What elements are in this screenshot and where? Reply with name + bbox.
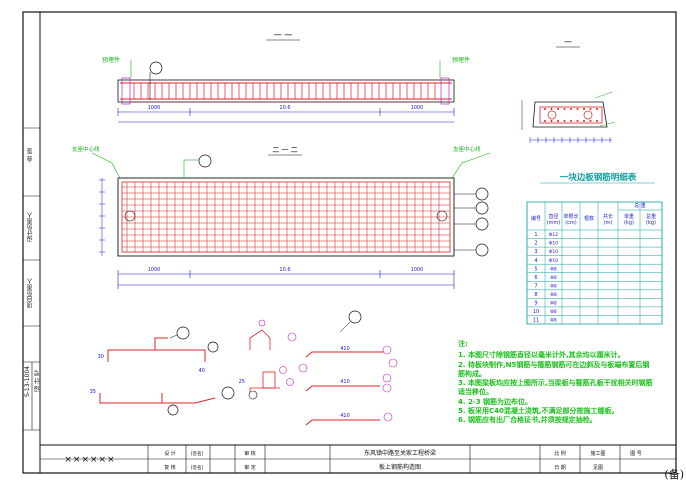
table-row-id: 9 [534, 301, 537, 307]
table-row-id: 8 [534, 292, 537, 298]
tb-project: 东风镇中路至关家工程桥梁 [364, 449, 436, 457]
dim-plan-mid: 10.6 [279, 267, 290, 273]
table-row-diam: Φ8 [550, 283, 557, 289]
dim-top-right: 1000 [411, 105, 424, 111]
end-cross-section: 一 [521, 38, 616, 143]
note-item: 3. 本图梁板均应按上图所示,当梁板与箍筋孔板干扰相关时钢筋适当移位。 [458, 379, 653, 397]
callout-bubble [198, 154, 212, 168]
plan-view: 二 一 二 支座中心线 支座中心线 1000 10.6 1000 [72, 145, 491, 289]
title-block: ×××××× 设 计 复 核 [签名] [签名] 审 核 审 定 东风镇中路至关… [39, 444, 677, 474]
top-section-label: 一 一 [274, 31, 293, 40]
table-header: 总重(kg) [646, 213, 656, 226]
table-row-diam: Φ10 [549, 241, 558, 247]
strip-label-4: 设 计 号 [34, 370, 41, 392]
table-header: 单重(kg) [624, 213, 634, 226]
table-row-id: 11 [533, 318, 539, 324]
end-section-label: 一 [564, 38, 572, 47]
tb-drawing: 板上钢筋构造图 [379, 463, 421, 471]
tb-stage: 施工图 [590, 450, 605, 457]
callout-bubble [149, 61, 163, 75]
top-elevation: 一 一 预埋件 预埋件 1000 10.6 1000 [102, 31, 470, 123]
notes-block: 注: 1. 本图尺寸除钢筋直径以毫米计外,其余均以厘米计。 2. 待板块制作,N… [458, 340, 654, 426]
tb-sheet-label: 图 号 [630, 451, 642, 457]
tb-company: ×××××× [64, 455, 115, 465]
table-row-id: 6 [534, 275, 537, 281]
detail-dim-c: 25 [239, 379, 245, 385]
note-item: 4. 2-3 钢筋为边布位。 [458, 397, 533, 406]
dim-plan-left: 1000 [148, 267, 161, 273]
table-row-id: 4 [534, 258, 537, 264]
tb-role3: 审 核 [244, 450, 256, 457]
corner-mark: (备) [664, 468, 684, 481]
table-row-diam: Φ12 [549, 232, 558, 238]
detail-dim-d: 40 [199, 368, 205, 374]
table-row-id: 5 [534, 266, 537, 272]
note-item: 1. 本图尺寸除钢筋直径以毫米计外,其余均以厘米计。 [458, 351, 625, 360]
table-row-diam: Φ8 [550, 301, 557, 307]
dim-top-mid: 10.6 [279, 105, 290, 111]
table-row-diam: Φ8 [550, 318, 557, 324]
table-row-diam: Φ8 [550, 292, 557, 298]
detail-len-1: 410 [340, 346, 350, 352]
rebar-schedule-table: 一块边板钢筋明细表 总 重 编号直径(mm)单根长(cm) 根数 共长(m) 单重(k… [526, 172, 663, 325]
note-item: 2. 待板块制作,N5钢筋与箍筋钢筋可在边斜及与板端布置后钢筋构成。 [458, 360, 650, 378]
table-row-diam: Φ8 [550, 309, 557, 315]
table-row-diam: Φ10 [549, 249, 558, 255]
note-item: 5. 板采用C40混凝土浇筑,不满足部分按施工缝板。 [458, 407, 619, 416]
strip-label-1: 会 签 [27, 148, 34, 162]
plan-slab-outline [117, 177, 455, 257]
tb-scale: 见图 [593, 465, 603, 471]
strip-label-3: 项目负责人 [27, 278, 34, 308]
plan-section-label: 二 一 二 [272, 146, 297, 154]
tb-sign-b: [签名] [191, 464, 204, 471]
table-header: 根数 [584, 215, 594, 222]
tb-date-label: 日 期 [554, 465, 566, 471]
table-header: 单根长(cm) [563, 213, 578, 226]
tb-role1: 设 计 [164, 450, 176, 457]
top-slab-outline [117, 79, 455, 103]
tb-role4: 审 定 [244, 464, 256, 471]
table-row-id: 2 [534, 241, 537, 247]
strip-label-2: 设计负责人 [27, 212, 34, 242]
notes-title: 注: [458, 340, 468, 348]
note-item: 6. 钢筋应有出厂合格证书,并须按规定抽检。 [458, 416, 597, 425]
table-row-id: 3 [534, 249, 537, 255]
table-row-id: 10 [533, 309, 539, 315]
table-header: 直径(mm) [547, 213, 561, 226]
left-anchor-label: 预埋件 [102, 56, 120, 64]
table-header: 编号 [531, 215, 541, 222]
table-row-id: 7 [534, 283, 537, 289]
strip-code: S-13-1004 [24, 366, 31, 398]
plan-left-label: 支座中心线 [72, 145, 100, 153]
table-row-diam: Φ8 [550, 266, 557, 272]
detail-dim-b: 35 [90, 389, 96, 395]
table-row-diam: Φ8 [550, 275, 557, 281]
tb-sign-a: [签名] [191, 450, 204, 457]
tb-scale-label: 比 例 [554, 450, 566, 457]
table-header: 共长(m) [603, 213, 613, 226]
right-anchor-label: 预埋件 [452, 56, 470, 64]
detail-len-2: 410 [340, 379, 350, 385]
table-row-id: 1 [534, 232, 537, 238]
table-title: 一块边板钢筋明细表 [560, 172, 637, 183]
plan-right-label: 支座中心线 [453, 145, 481, 153]
dim-plan-right: 1000 [411, 267, 424, 273]
table-row-diam: Φ10 [549, 258, 558, 264]
dim-top-left: 1000 [148, 105, 161, 111]
bar-details: 30 35 25 410 410 410 40 [90, 310, 398, 426]
table-header-group: 总 重 [634, 202, 646, 209]
detail-dim-a: 30 [98, 354, 104, 360]
tb-role2: 复 核 [164, 464, 176, 471]
detail-len-3: 410 [340, 413, 350, 419]
